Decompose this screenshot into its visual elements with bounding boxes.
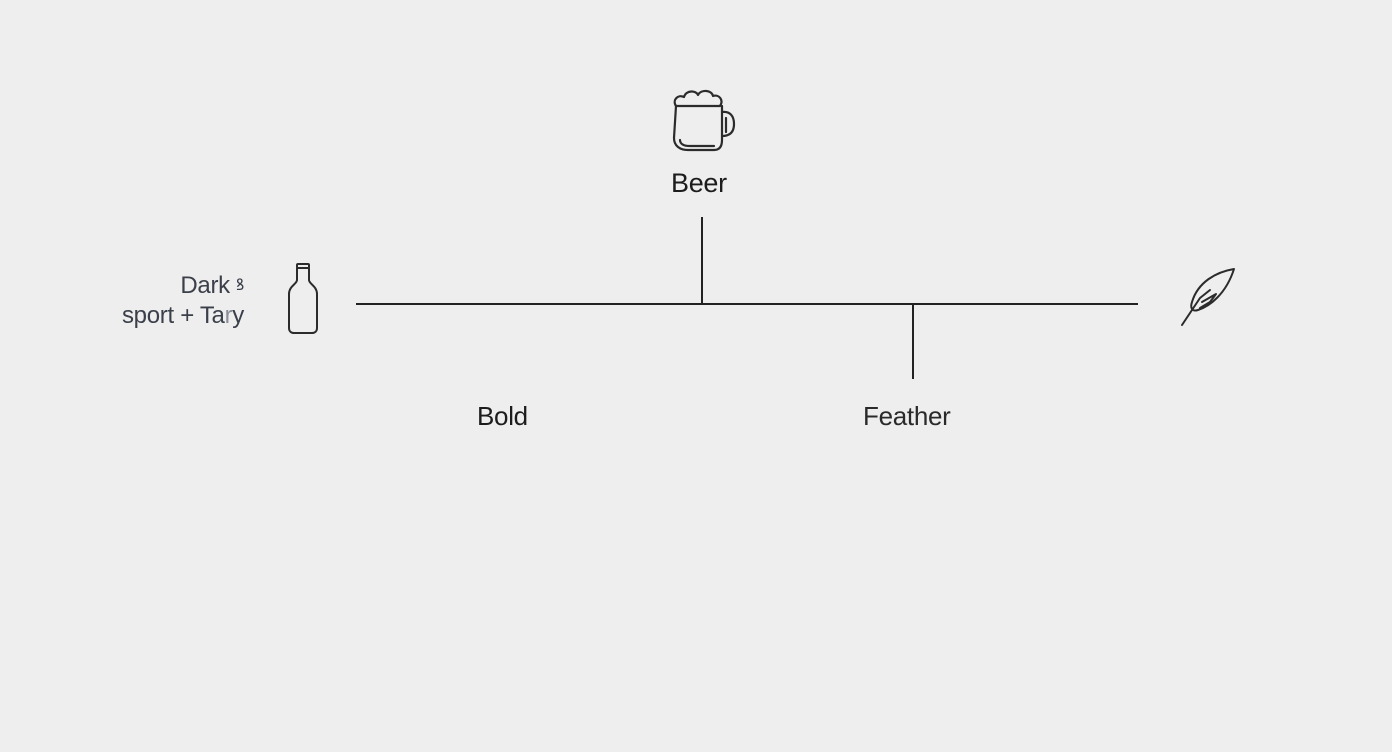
main-axis-line <box>356 303 1138 305</box>
small-glyph-icon: ꝸ <box>235 277 244 294</box>
branch-label-bold: Bold <box>477 401 528 431</box>
root-connector-line <box>701 217 703 304</box>
feather-connector-line <box>912 304 914 379</box>
feather-icon <box>1176 264 1240 330</box>
root-label: Beer <box>671 168 727 198</box>
left-annotation-line2: sport + Tary <box>121 302 244 329</box>
bottle-icon <box>285 262 321 336</box>
beer-mug-icon <box>668 86 738 156</box>
branch-label-feather: Feather <box>863 401 951 431</box>
